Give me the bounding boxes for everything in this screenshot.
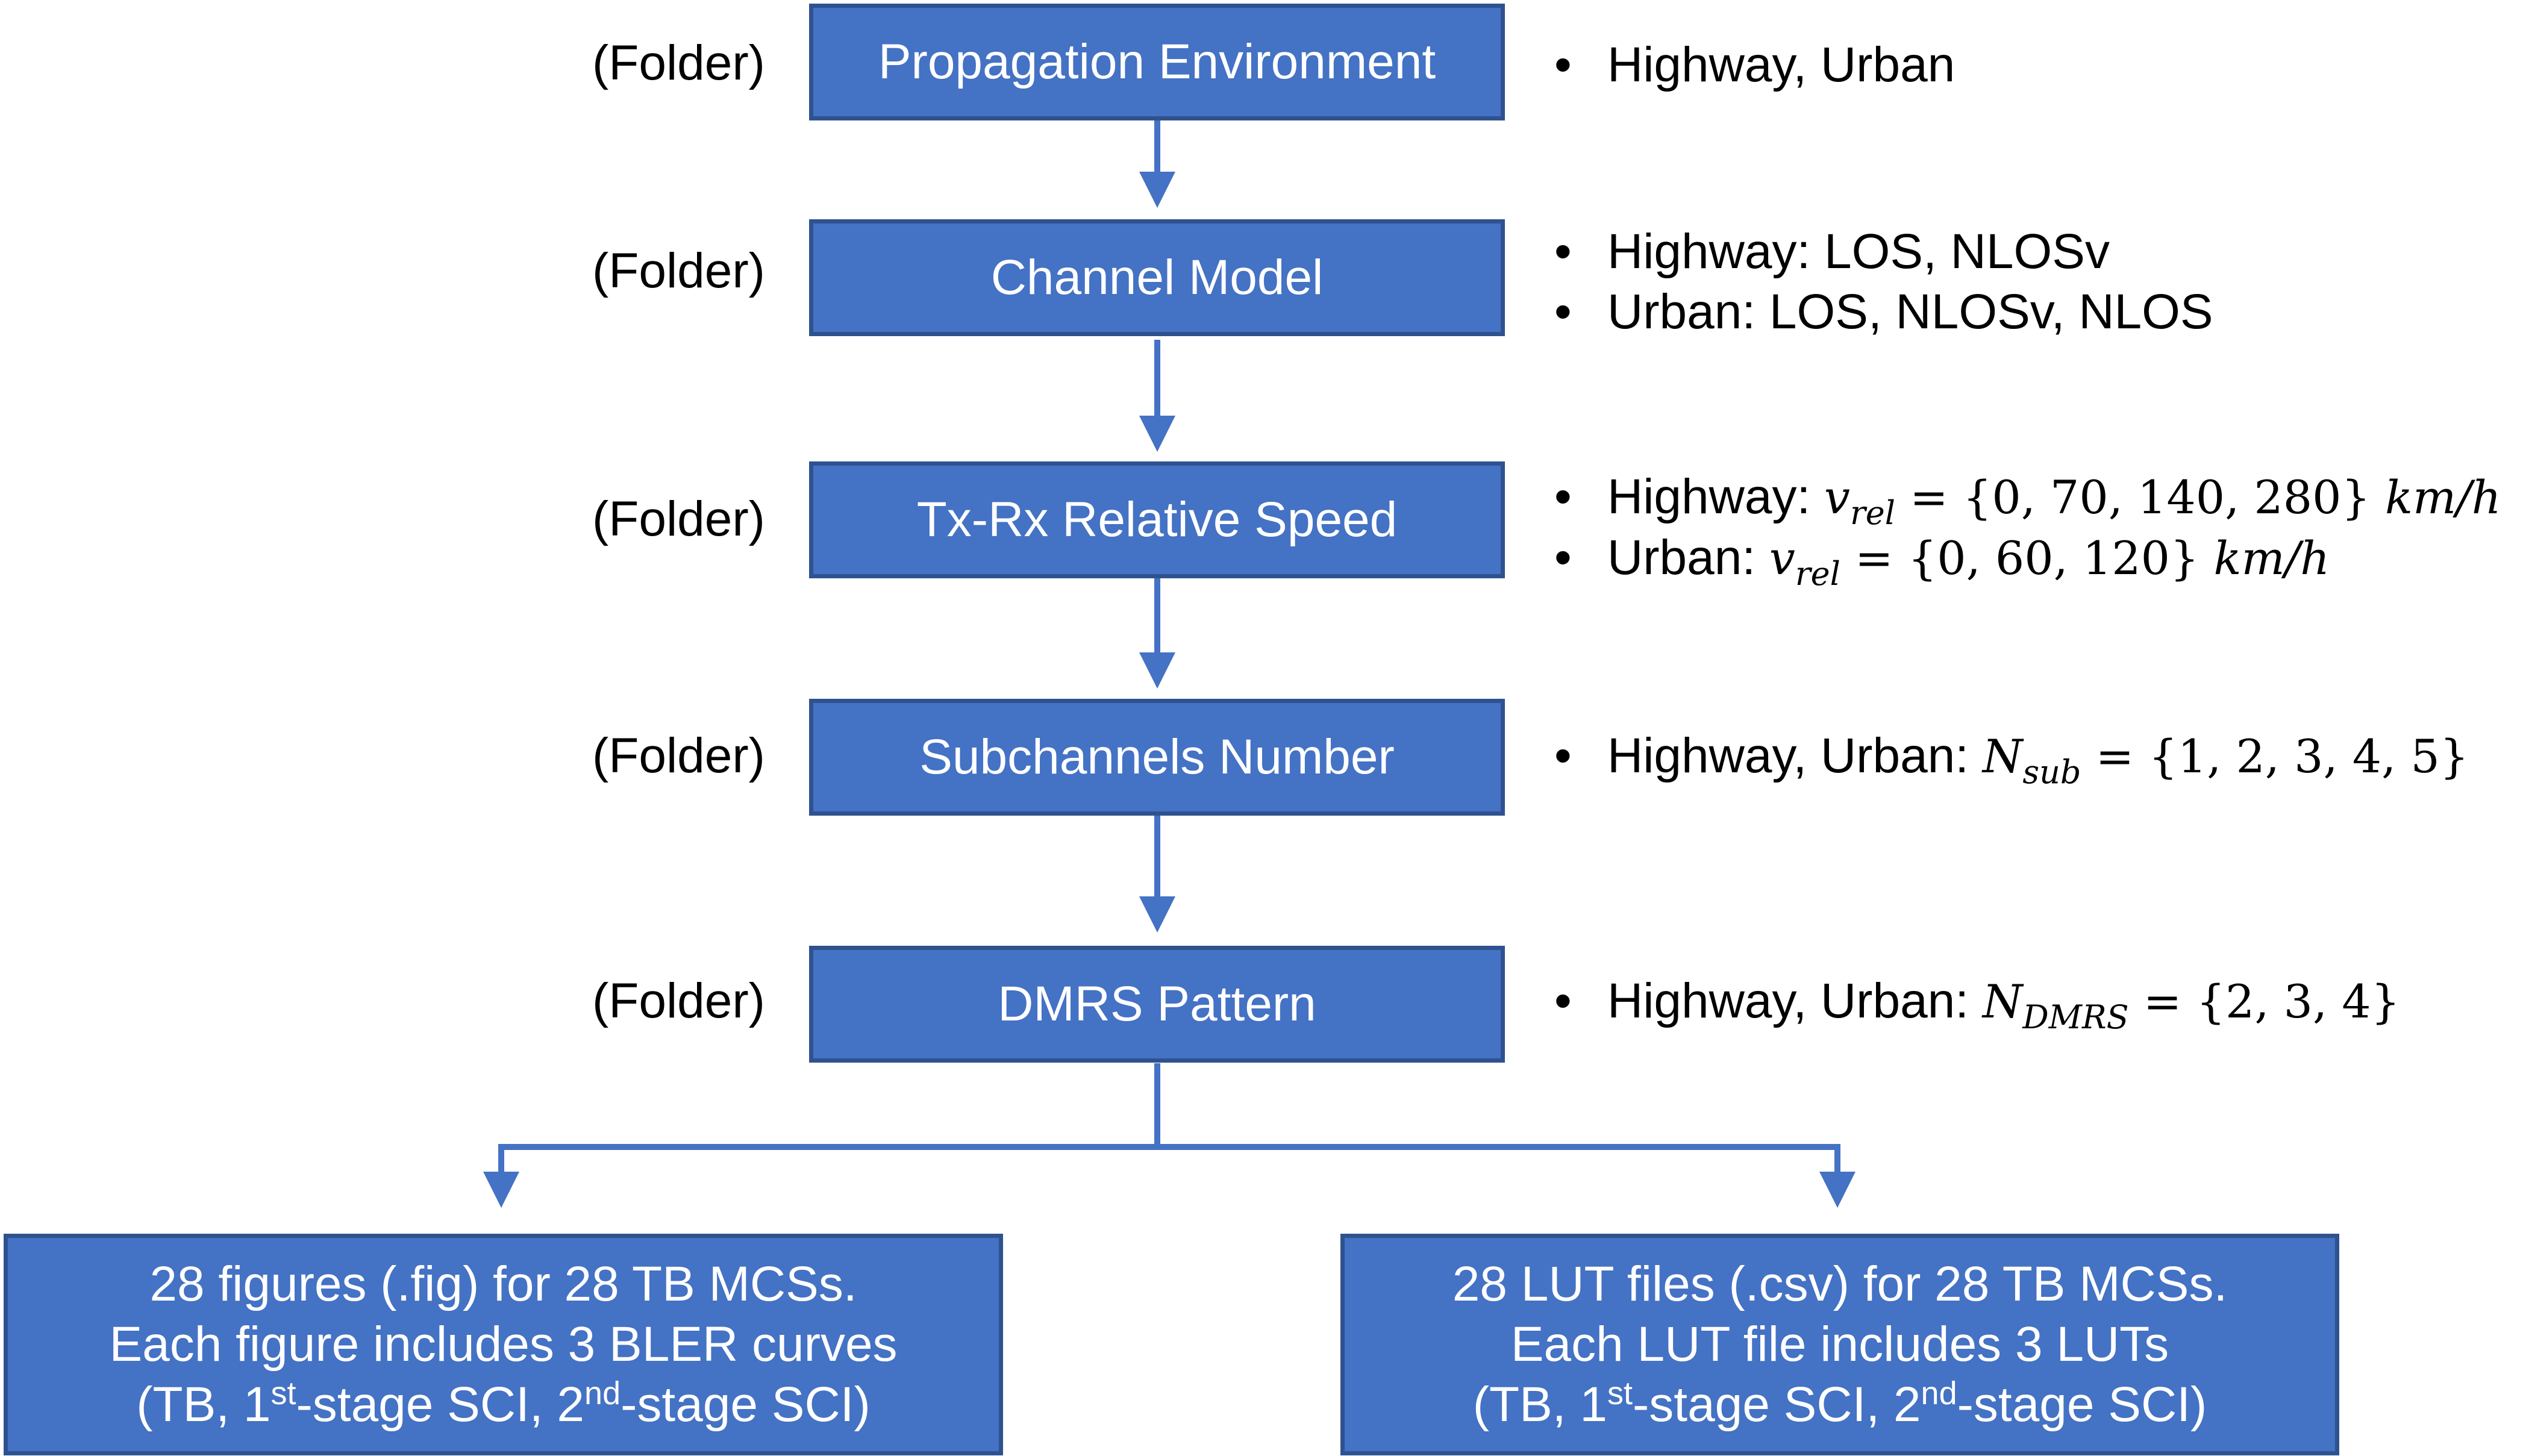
note-item: • Highway, Urban: Nsub = {1, 2, 3, 4, 5} xyxy=(1542,726,2469,789)
text-fragment: -stage SCI) xyxy=(1957,1377,2207,1432)
note-text: Highway, Urban xyxy=(1607,37,1956,92)
folder-tag: (Folder) xyxy=(592,243,765,298)
notes-dmrs-pattern: • Highway, Urban: NDMRS = {2, 3, 4} xyxy=(1542,971,2401,1034)
propagation-environment-box: Propagation Environment xyxy=(809,4,1505,120)
note-text: Urban: LOS, NLOSv, NLOS xyxy=(1607,284,2213,339)
note-item: • Urban: LOS, NLOSv, NLOS xyxy=(1542,282,2213,342)
math-subscript: rel xyxy=(1849,494,1896,532)
math-expression: NDMRS = {2, 3, 4} xyxy=(1982,975,2401,1034)
note-item: • Urban: vrel = {0, 60, 120} km/h xyxy=(1542,528,2501,590)
bullet: • xyxy=(1554,284,1572,339)
math-expression: vrel = {0, 70, 140, 280} km/h xyxy=(1824,470,2501,530)
folder-tag: (Folder) xyxy=(592,973,765,1028)
branch-connector-right xyxy=(1157,1144,1856,1208)
branch-connector xyxy=(483,1063,1160,1208)
note-item: • Highway: LOS, NLOSv xyxy=(1542,222,2213,282)
note-item: • Highway, Urban: NDMRS = {2, 3, 4} xyxy=(1542,971,2401,1034)
bullet: • xyxy=(1554,224,1572,279)
bullet: • xyxy=(1554,37,1572,92)
output-line: Each LUT file includes 3 LUTs xyxy=(1510,1317,2169,1372)
math-variable: N xyxy=(1982,730,2023,783)
text-fragment: (TB, 1 xyxy=(136,1377,271,1432)
notes-propagation-environment: • Highway, Urban xyxy=(1542,35,1955,95)
note-text: Highway: LOS, NLOSv xyxy=(1607,224,2110,279)
text-fragment: (TB, 1 xyxy=(1472,1377,1607,1432)
output-line: 28 figures (.fig) for 28 TB MCSs. xyxy=(149,1257,857,1311)
folder-tag: (Folder) xyxy=(592,492,765,546)
text-fragment: -stage SCI, 2 xyxy=(296,1377,585,1432)
math-set: = {1, 2, 3, 4, 5} xyxy=(2081,730,2469,783)
text-fragment: -stage SCI) xyxy=(621,1377,871,1432)
ordinal-suffix: nd xyxy=(584,1375,621,1411)
math-set: = {0, 60, 120} xyxy=(1840,531,2214,585)
math-unit: km/h xyxy=(2213,531,2330,585)
math-set: = {2, 3, 4} xyxy=(2128,975,2401,1028)
note-item: • Highway, Urban xyxy=(1542,35,1955,95)
note-text: Highway: xyxy=(1607,469,1825,524)
bullet: • xyxy=(1554,973,1572,1028)
math-variable: N xyxy=(1982,975,2023,1028)
math-subscript: rel xyxy=(1795,555,1840,593)
output-line: (TB, 1st-stage SCI, 2nd-stage SCI) xyxy=(1473,1375,2207,1435)
math-variable: v xyxy=(1769,531,1795,585)
lut-files-output-box: 28 LUT files (.csv) for 28 TB MCSs. Each… xyxy=(1340,1234,2339,1455)
note-item: • Highway: vrel = {0, 70, 140, 280} km/h xyxy=(1542,467,2501,530)
ordinal-suffix: st xyxy=(1607,1375,1633,1411)
folder-tag: (Folder) xyxy=(592,36,765,90)
math-expression: vrel = {0, 60, 120} km/h xyxy=(1769,531,2330,590)
bullet: • xyxy=(1554,728,1572,783)
note-text: Highway, Urban: xyxy=(1607,973,1983,1028)
math-expression: Nsub = {1, 2, 3, 4, 5} xyxy=(1982,730,2469,789)
output-line: (TB, 1st-stage SCI, 2nd-stage SCI) xyxy=(136,1375,871,1435)
text-fragment: -stage SCI, 2 xyxy=(1632,1377,1921,1432)
folder-tag: (Folder) xyxy=(592,728,765,783)
math-subscript: DMRS xyxy=(2022,998,2129,1036)
math-unit: km/h xyxy=(2385,470,2501,524)
tx-rx-relative-speed-box: Tx-Rx Relative Speed xyxy=(809,461,1505,578)
bullet: • xyxy=(1554,530,1572,585)
note-text: Urban: xyxy=(1607,530,1769,585)
output-line: Each figure includes 3 BLER curves xyxy=(109,1317,898,1372)
subchannels-number-box: Subchannels Number xyxy=(809,699,1505,816)
math-variable: v xyxy=(1824,470,1850,524)
output-line: 28 LUT files (.csv) for 28 TB MCSs. xyxy=(1452,1257,2228,1311)
bullet: • xyxy=(1554,469,1572,524)
ordinal-suffix: st xyxy=(270,1375,296,1411)
math-set: = {0, 70, 140, 280} xyxy=(1895,470,2386,524)
math-subscript: sub xyxy=(2022,753,2081,791)
channel-model-box: Channel Model xyxy=(809,219,1505,336)
notes-relative-speed: •Highway: vrel = {0, 70, 140, 280} km/h … xyxy=(1542,467,2501,590)
ordinal-suffix: nd xyxy=(1921,1375,1957,1411)
notes-channel-model: • Highway: LOS, NLOSv • Urban: LOS, NLOSv,… xyxy=(1542,222,2213,342)
dmrs-pattern-box: DMRS Pattern xyxy=(809,946,1505,1063)
notes-subchannels-number: • Highway, Urban: Nsub = {1, 2, 3, 4, 5} xyxy=(1542,726,2469,789)
figures-output-box: 28 figures (.fig) for 28 TB MCSs. Each f… xyxy=(4,1234,1003,1455)
note-text: Highway, Urban: xyxy=(1607,728,1983,783)
